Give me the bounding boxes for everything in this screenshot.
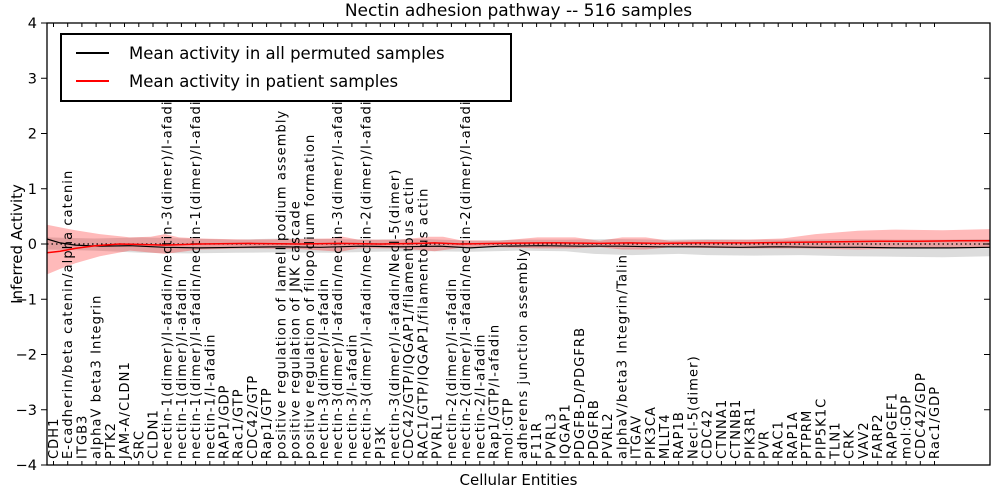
- x-tick-label: CDC42: [701, 409, 716, 459]
- x-tick-label: alphaV/beta3 Integrin/Talin: [615, 254, 630, 459]
- x-tick-label: PTK2: [104, 422, 119, 459]
- chart-title: Nectin adhesion pathway -- 516 samples: [344, 1, 693, 21]
- x-tick-label: nectin-3(dimer)/I-afadin/Necl-5(dimer): [388, 169, 403, 459]
- x-tick-label: nectin-1(dimer)/I-afadin/nectin-1(dimer)…: [189, 91, 204, 459]
- x-tick-label: CDH1: [47, 417, 62, 459]
- x-tick-label: PTPRM: [800, 410, 815, 459]
- x-tick-label: SRC: [132, 430, 147, 459]
- x-tick-label: ITGAV: [630, 415, 645, 459]
- y-tick-label: 2: [28, 127, 37, 143]
- x-tick-label: Rap1/GTP/I-afadin: [488, 324, 503, 459]
- x-tick-label: RAC1/GTP/IQGAP1/filamentous actin: [417, 188, 432, 459]
- legend: Mean activity in all permuted samples Me…: [60, 33, 512, 102]
- x-tick-label: nectin-2/I-afadin: [473, 333, 488, 459]
- y-tick-label: 0: [28, 237, 37, 253]
- x-tick-label: RAPGEF1: [885, 392, 900, 459]
- x-tick-label: nectin-3(dimer)/I-afadin/nectin-3(dimer)…: [331, 91, 346, 459]
- x-tick-label: E-cadherin/beta catenin/alpha catenin: [61, 170, 76, 459]
- legend-line-swatch-red: [76, 80, 109, 82]
- x-tick-label: PVR: [758, 430, 773, 459]
- x-tick-label: CTNNB1: [729, 399, 744, 459]
- x-tick-label: mol:GTP: [502, 397, 517, 459]
- x-tick-label: nectin-3(dimer)/I-afadin/nectin-2(dimer)…: [360, 91, 375, 459]
- x-tick-label: RAC1: [772, 420, 787, 459]
- patient-mean-line: [46, 239, 990, 254]
- x-tick-label: positive regulation of lamellipodium ass…: [274, 110, 289, 459]
- x-tick-label: positive regulation of filopodium format…: [303, 134, 318, 459]
- x-tick-label: PDGFB-D/PDGFRB: [573, 327, 588, 459]
- x-tick-label: adherens junction assembly: [516, 248, 531, 459]
- legend-entry-permuted: Mean activity in all permuted samples: [62, 39, 510, 67]
- y-tick-label: 1: [28, 182, 37, 198]
- x-tick-label: PIK3CA: [644, 406, 659, 459]
- x-tick-label: CRK: [843, 429, 858, 459]
- y-tick-label: −1: [16, 292, 37, 308]
- y-tick-label: −2: [16, 348, 37, 364]
- x-tick-label: CDC42/GDP: [914, 372, 929, 459]
- x-tick-label: Necl-5(dimer): [686, 355, 701, 459]
- x-tick-label: nectin-1/I-afadin: [203, 333, 218, 459]
- x-tick-label: nectin-2(dimer)/I-afadin: [445, 278, 460, 459]
- x-tick-label: PIK3R1: [743, 407, 758, 459]
- x-tick-label: ITGB3: [75, 414, 90, 459]
- x-tick-label: CDC42/GTP: [246, 375, 261, 459]
- x-tick-label: PDGFRB: [587, 399, 602, 459]
- y-tick-label: −3: [16, 403, 37, 419]
- y-tick-label: 4: [28, 16, 37, 32]
- x-tick-label: VAV2: [857, 421, 872, 459]
- x-tick-label: PVRL2: [601, 412, 616, 459]
- x-tick-label: PVRL1: [431, 412, 446, 459]
- x-tick-label: PI3K: [374, 426, 389, 459]
- legend-line-swatch-black: [76, 52, 109, 54]
- x-tick-label: PIP5K1C: [814, 398, 829, 459]
- x-tick-label: positive regulation of JNK cascade: [289, 200, 304, 459]
- x-tick-label: RAP1B: [672, 411, 687, 459]
- legend-label: Mean activity in patient samples: [129, 71, 399, 91]
- x-tick-label: nectin-1(dimer)/I-afadin: [175, 278, 190, 459]
- y-tick-label: 3: [28, 71, 37, 87]
- y-axis-label: Inferred Activity: [8, 184, 26, 304]
- x-tick-label: nectin-3/I-afadin: [345, 333, 360, 459]
- x-tick-label: Rac1/GTP: [232, 388, 247, 459]
- x-tick-label: alphaV beta3 Integrin: [90, 295, 105, 460]
- x-tick-label: RAP1A: [786, 411, 801, 459]
- x-tick-label: TLN1: [829, 421, 844, 460]
- x-tick-label: MLLT4: [658, 413, 673, 459]
- x-tick-label: F11R: [530, 422, 545, 459]
- x-tick-label: nectin-3(dimer)/I-afadin: [317, 278, 332, 459]
- x-tick-label: PVRL3: [544, 412, 559, 459]
- x-tick-label: Rac1/GDP: [928, 386, 943, 459]
- x-tick-label: CLDN1: [147, 409, 162, 459]
- x-tick-label: JAM-A/CLDN1: [118, 361, 133, 460]
- x-axis-label: Cellular Entities: [459, 471, 578, 489]
- legend-label: Mean activity in all permuted samples: [129, 43, 445, 63]
- x-tick-label: CDC42/GTP/IQGAP1/filamentous actin: [402, 176, 417, 459]
- patient-samples-std-band: [47, 224, 990, 275]
- x-tick-label: nectin-1(dimer)/I-afadin/nectin-3(dimer)…: [161, 91, 176, 459]
- permuted-mean-line: [46, 238, 991, 249]
- x-tick-label: RAP1/GDP: [218, 384, 233, 459]
- x-tick-label: CTNNA1: [715, 399, 730, 459]
- x-tick-label: FARP2: [871, 413, 886, 459]
- x-tick-label: mol:GDP: [900, 395, 915, 459]
- x-tick-label: IQGAP1: [559, 403, 574, 459]
- legend-entry-patient: Mean activity in patient samples: [62, 67, 510, 95]
- y-tick-label: −4: [16, 458, 37, 474]
- x-tick-label: Rap1/GTP: [260, 387, 275, 459]
- x-tick-label: nectin-2(dimer)/I-afadin/nectin-2(dimer)…: [459, 91, 474, 459]
